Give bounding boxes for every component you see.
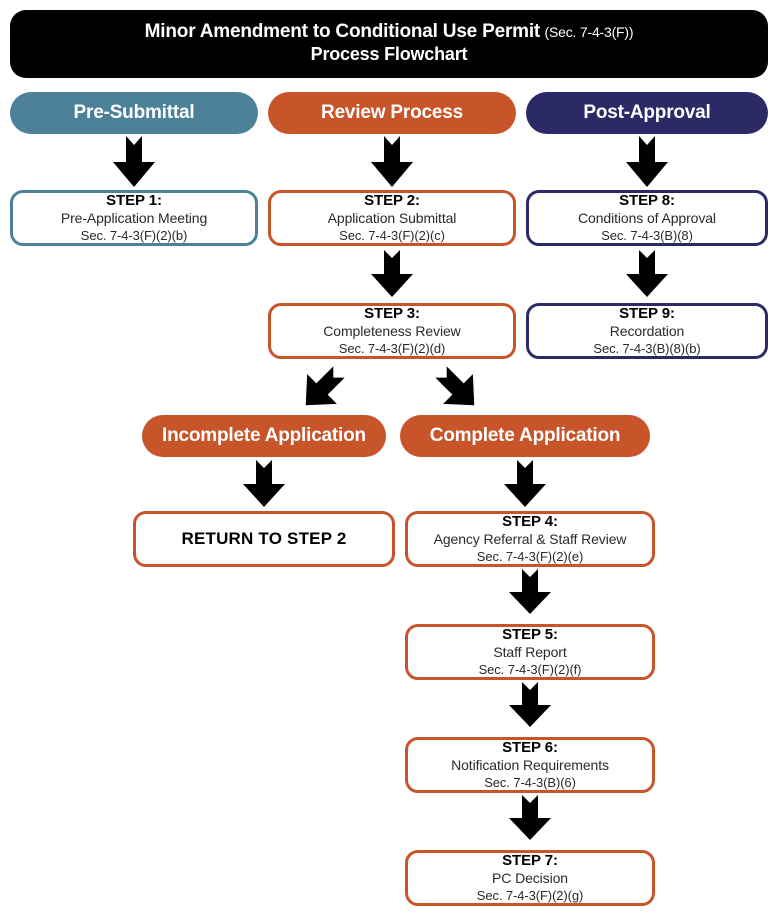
arrow-step-3-to-incomplete <box>296 365 348 413</box>
arrow-step-5-to-step-6 <box>506 682 554 728</box>
step-box-step-6[interactable]: STEP 6: Notification Requirements Sec. 7… <box>405 737 655 793</box>
step-box-step-2[interactable]: STEP 2: Application Submittal Sec. 7-4-3… <box>268 190 516 246</box>
arrow-step-8-to-step-9 <box>623 250 671 298</box>
step-title: STEP 9: <box>619 305 675 323</box>
step-subtitle: Notification Requirements <box>451 757 609 774</box>
step-box-step-3[interactable]: STEP 3: Completeness Review Sec. 7-4-3(F… <box>268 303 516 359</box>
step-section: Sec. 7-4-3(F)(2)(e) <box>476 548 584 564</box>
step-section: Sec. 7-4-3(F)(2)(d) <box>338 340 446 356</box>
step-section: Sec. 7-4-3(B)(8)(b) <box>593 340 701 356</box>
arrow-pre-submittal-to-step-1 <box>110 136 158 188</box>
step-box-step-7[interactable]: STEP 7: PC Decision Sec. 7-4-3(F)(2)(g) <box>405 850 655 906</box>
column-header-label: Post-Approval <box>583 102 711 123</box>
outcome-label: Incomplete Application <box>162 425 366 446</box>
outcome-label: Complete Application <box>429 425 621 446</box>
step-subtitle: Completeness Review <box>323 323 461 340</box>
title-banner: Minor Amendment to Conditional Use Permi… <box>10 10 768 78</box>
arrow-step-3-to-complete <box>432 365 484 413</box>
step-subtitle: Conditions of Approval <box>578 210 716 227</box>
title-main-text: Minor Amendment to Conditional Use Permi… <box>144 21 541 43</box>
outcome-pill-complete-application[interactable]: Complete Application <box>400 415 650 457</box>
step-section: Sec. 7-4-3(F)(2)(c) <box>339 227 445 243</box>
step-subtitle: Agency Referral & Staff Review <box>433 531 627 548</box>
step-box-step-8[interactable]: STEP 8: Conditions of Approval Sec. 7-4-… <box>526 190 768 246</box>
step-section: Sec. 7-4-3(F)(2)(g) <box>476 887 584 903</box>
step-title: STEP 2: <box>364 192 420 210</box>
step-box-step-9[interactable]: STEP 9: Recordation Sec. 7-4-3(B)(8)(b) <box>526 303 768 359</box>
step-title: STEP 1: <box>106 192 162 210</box>
step-section: Sec. 7-4-3(B)(8) <box>601 227 693 243</box>
step-section: Sec. 7-4-3(F)(2)(f) <box>478 661 582 677</box>
column-header-review-process[interactable]: Review Process <box>268 92 516 134</box>
outcome-box-return-to-step-2[interactable]: RETURN TO STEP 2 <box>133 511 395 567</box>
step-title: STEP 4: <box>502 513 558 531</box>
step-subtitle: Recordation <box>609 323 685 340</box>
step-section: Sec. 7-4-3(F)(2)(b) <box>80 227 188 243</box>
arrow-review-process-to-step-2 <box>368 136 416 188</box>
step-subtitle: PC Decision <box>492 870 568 887</box>
title-section-reference: (Sec. 7-4-3(F)) <box>544 24 634 41</box>
title-subtitle-text: Process Flowchart <box>310 44 468 65</box>
step-section: Sec. 7-4-3(B)(6) <box>484 774 576 790</box>
step-box-step-4[interactable]: STEP 4: Agency Referral & Staff Review S… <box>405 511 655 567</box>
arrow-step-2-to-step-3 <box>368 250 416 298</box>
arrow-post-approval-to-step-8 <box>623 136 671 188</box>
column-header-pre-submittal[interactable]: Pre-Submittal <box>10 92 258 134</box>
step-box-step-5[interactable]: STEP 5: Staff Report Sec. 7-4-3(F)(2)(f) <box>405 624 655 680</box>
column-header-post-approval[interactable]: Post-Approval <box>526 92 768 134</box>
column-header-label: Review Process <box>321 102 463 123</box>
step-title: STEP 7: <box>502 852 558 870</box>
arrow-complete-to-step-4 <box>501 460 549 508</box>
outcome-pill-incomplete-application[interactable]: Incomplete Application <box>142 415 386 457</box>
step-title: STEP 3: <box>364 305 420 323</box>
title-line-primary: Minor Amendment to Conditional Use Permi… <box>145 21 634 43</box>
step-subtitle: Pre-Application Meeting <box>60 210 208 227</box>
arrow-step-6-to-step-7 <box>506 795 554 841</box>
arrow-incomplete-to-return <box>240 460 288 508</box>
return-label: RETURN TO STEP 2 <box>181 529 347 548</box>
step-subtitle: Staff Report <box>493 644 567 661</box>
step-title: STEP 6: <box>502 739 558 757</box>
step-subtitle: Application Submittal <box>327 210 457 227</box>
step-title: STEP 5: <box>502 626 558 644</box>
column-header-label: Pre-Submittal <box>73 102 195 123</box>
step-title: STEP 8: <box>619 192 675 210</box>
arrow-step-4-to-step-5 <box>506 569 554 615</box>
step-box-step-1[interactable]: STEP 1: Pre-Application Meeting Sec. 7-4… <box>10 190 258 246</box>
